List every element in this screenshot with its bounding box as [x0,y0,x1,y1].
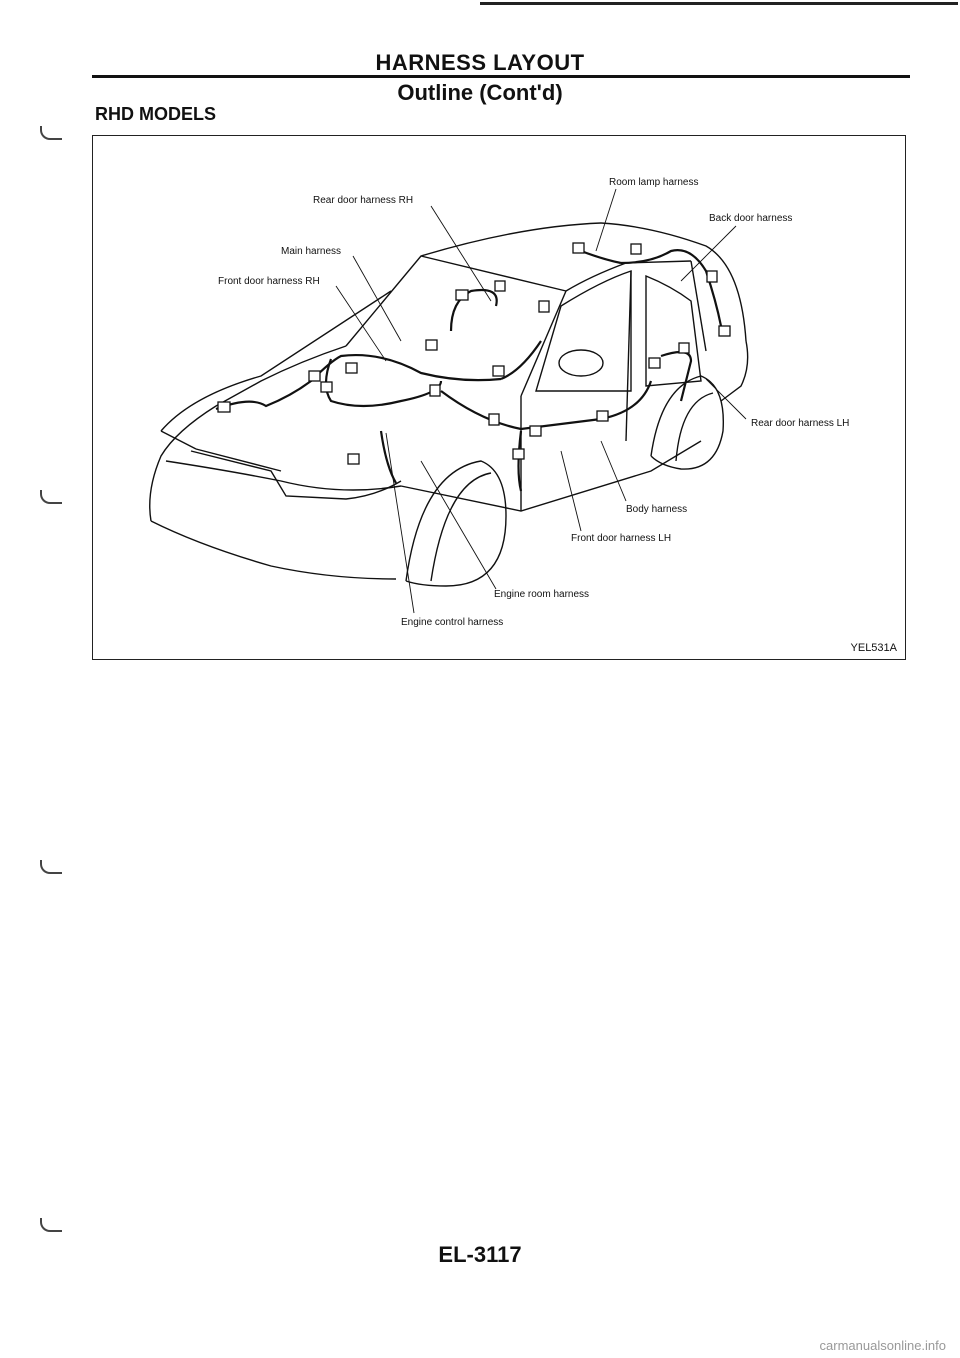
label-rear-door-harness-rh: Rear door harness RH [313,195,413,206]
figure-code: YEL531A [850,642,897,654]
car-harness-diagram: Room lamp harness Rear door harness RH B… [149,177,849,628]
page-title: HARNESS LAYOUT [375,50,585,75]
label-engine-room-harness: Engine room harness [494,589,589,600]
label-front-door-harness-rh: Front door harness RH [218,276,320,287]
harness-labels: Room lamp harness Rear door harness RH B… [218,177,849,628]
label-body-harness: Body harness [626,504,687,515]
margin-tick [40,490,62,504]
page-subtitle: Outline (Cont'd) [397,80,563,105]
label-front-door-harness-lh: Front door harness LH [571,533,671,544]
label-room-lamp-harness: Room lamp harness [609,177,698,188]
connectors [217,242,731,465]
label-back-door-harness: Back door harness [709,213,792,224]
section-heading: RHD MODELS [95,104,216,124]
figure-frame: Room lamp harness Rear door harness RH B… [92,135,906,660]
margin-tick [40,860,62,874]
label-engine-control-harness: Engine control harness [401,617,503,628]
title-rule [92,75,910,78]
top-rule [480,2,958,5]
leader-lines [335,188,747,614]
page-number: EL-3117 [438,1242,522,1267]
label-rear-door-harness-lh: Rear door harness LH [751,418,849,429]
label-main-harness: Main harness [281,246,341,257]
site-watermark: carmanualsonline.info [819,1338,946,1353]
margin-tick [40,126,62,140]
margin-tick [40,1218,62,1232]
